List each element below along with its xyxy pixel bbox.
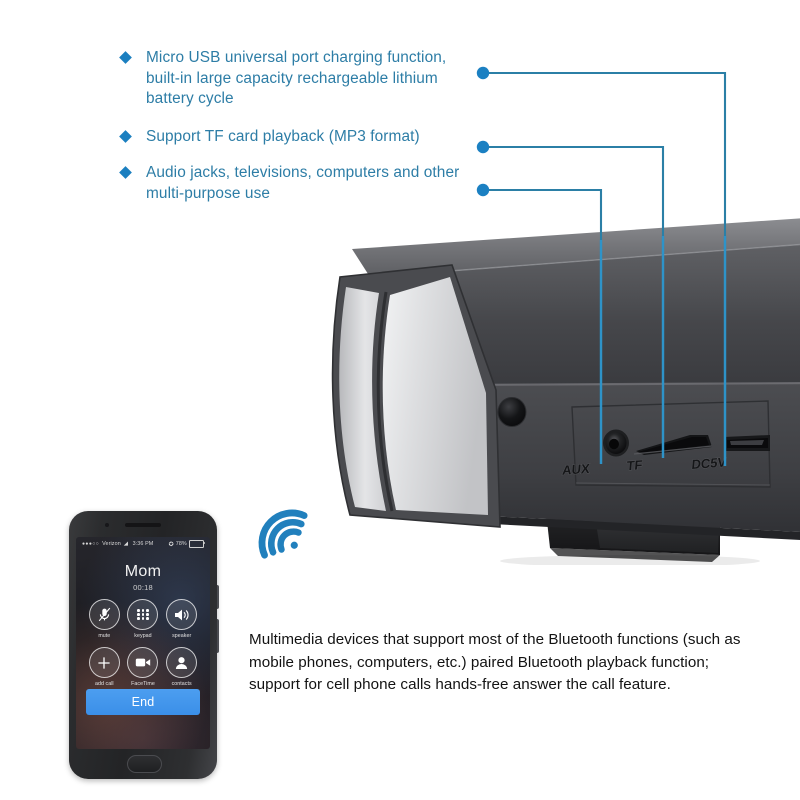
callout-dot	[476, 66, 490, 80]
feature-item: Audio jacks, televisions, computers and …	[118, 163, 478, 204]
caller-name: Mom	[124, 563, 162, 580]
carrier-label: Verizon	[102, 541, 121, 547]
bluetooth-description-paragraph: Multimedia devices that support most of …	[249, 631, 741, 694]
speaker-button[interactable]: speaker	[162, 599, 201, 639]
video-camera-icon	[127, 647, 159, 678]
phone-front-camera	[105, 523, 109, 527]
tf-port-label: TF	[626, 457, 643, 473]
feature-list: Micro USB universal port charging functi…	[118, 48, 478, 221]
phone-earpiece	[125, 523, 161, 527]
phone-home-button[interactable]	[126, 755, 162, 773]
phone-status-bar: ●●●○○ Verizon ◢ 3:36 PM ✪ 78%	[76, 537, 210, 551]
aux-port-label: AUX	[562, 461, 591, 478]
keypad-button[interactable]: keypad	[124, 599, 163, 639]
signal-strength-dots: ●●●○○	[82, 541, 100, 547]
smartphone-illustration: ●●●○○ Verizon ◢ 3:36 PM ✪ 78% Mom 00:18	[69, 511, 219, 779]
phone-power-button[interactable]	[216, 585, 219, 609]
mute-button[interactable]: mute	[85, 599, 124, 639]
add-call-button[interactable]: add call	[85, 647, 124, 687]
dc5v-port-label: DC5V	[691, 455, 727, 472]
feature-item: Support TF card playback (MP3 format)	[118, 127, 478, 148]
callout-dot	[476, 140, 490, 154]
diamond-bullet-icon	[119, 166, 132, 179]
battery-percent-label: 78%	[175, 541, 187, 547]
wireless-signal-icon	[243, 498, 313, 560]
end-call-button[interactable]: End	[86, 689, 200, 715]
call-controls-grid: mute keypad speaker	[85, 599, 201, 687]
feature-text: Support TF card playback (MP3 format)	[146, 127, 420, 145]
contacts-button-label: contacts	[171, 681, 192, 687]
phone-volume-button[interactable]	[216, 619, 219, 653]
person-icon	[166, 647, 198, 678]
contacts-button[interactable]: contacts	[162, 647, 201, 687]
end-cap-panel	[382, 277, 488, 515]
feature-text: Micro USB universal port charging functi…	[146, 49, 447, 107]
speaker-button-label: speaker	[172, 633, 192, 639]
keypad-button-label: keypad	[134, 633, 152, 639]
speaker-end-cap	[331, 264, 501, 528]
facetime-button-label: FaceTime	[131, 681, 155, 687]
soundbar-graphic: AUX TF DC5V	[331, 218, 800, 567]
feature-item: Micro USB universal port charging functi…	[118, 48, 478, 110]
aux-jack	[603, 429, 629, 457]
feature-text: Audio jacks, televisions, computers and …	[146, 164, 460, 202]
mute-microphone-icon	[88, 599, 120, 630]
diamond-bullet-icon	[119, 129, 132, 143]
status-bar-clock: 3:36 PM	[132, 541, 154, 547]
speaker-icon	[166, 599, 198, 630]
callout-dot	[476, 183, 490, 197]
diamond-bullet-icon	[119, 51, 132, 64]
soundbar-speaker-illustration: AUX TF DC5V	[300, 215, 800, 567]
phone-screen: ●●●○○ Verizon ◢ 3:36 PM ✪ 78% Mom 00:18	[76, 537, 210, 749]
call-duration-timer: 00:18	[133, 583, 153, 592]
battery-icon	[188, 539, 206, 549]
facetime-button[interactable]: FaceTime	[124, 647, 163, 687]
keypad-icon	[127, 599, 159, 630]
plus-icon	[88, 647, 120, 678]
end-cap-strip	[339, 287, 386, 511]
bluetooth-icon: ✪	[168, 541, 174, 548]
add-call-button-label: add call	[94, 681, 114, 687]
mute-button-label: mute	[98, 633, 111, 639]
dc5v-port	[724, 435, 770, 451]
wifi-icon: ◢	[123, 541, 129, 547]
